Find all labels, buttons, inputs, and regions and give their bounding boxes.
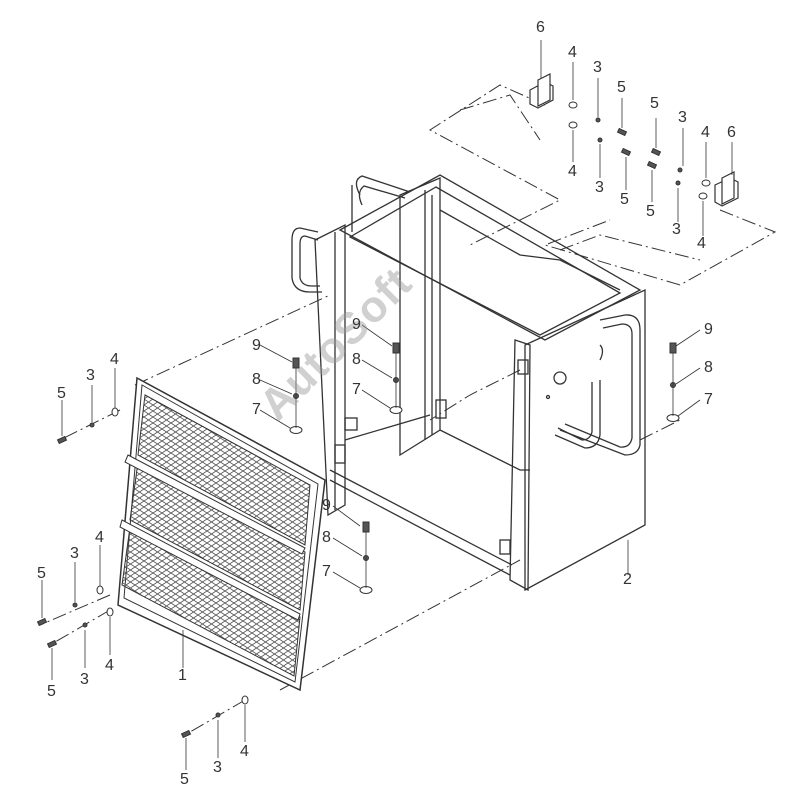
callout-2: 2 [623, 571, 632, 588]
callout-5: 5 [617, 79, 626, 96]
callout-6: 6 [536, 19, 545, 36]
callout-3: 3 [213, 759, 222, 776]
callout-5: 5 [650, 95, 659, 112]
callout-9: 9 [322, 497, 331, 514]
callout-5: 5 [180, 771, 189, 788]
callout-4: 4 [701, 124, 710, 141]
callout-3: 3 [70, 545, 79, 562]
callout-7: 7 [322, 563, 331, 580]
callout-8: 8 [322, 529, 331, 546]
bracket-parts [529, 73, 739, 207]
callout-4: 4 [105, 657, 114, 674]
callout-4: 4 [568, 44, 577, 61]
callout-3: 3 [672, 221, 681, 238]
housing-frame [291, 174, 646, 592]
assembly-lines [39, 84, 777, 736]
callout-4: 4 [95, 529, 104, 546]
callout-7: 7 [252, 401, 261, 418]
callout-9: 9 [252, 337, 261, 354]
callout-9: 9 [704, 321, 713, 338]
callout-6: 6 [727, 124, 736, 141]
callout-7: 7 [352, 381, 361, 398]
callout-8: 8 [704, 359, 713, 376]
callout-5: 5 [37, 565, 46, 582]
callout-4: 4 [697, 235, 706, 252]
callout-5: 5 [620, 191, 629, 208]
callout-8: 8 [352, 351, 361, 368]
leader-lines [41, 40, 733, 770]
callout-4: 4 [110, 351, 119, 368]
callout-9: 9 [352, 316, 361, 333]
callout-7: 7 [704, 391, 713, 408]
callout-5: 5 [57, 385, 66, 402]
callout-8: 8 [252, 371, 261, 388]
callout-3: 3 [678, 109, 687, 126]
callout-3: 3 [595, 179, 604, 196]
callout-4: 4 [240, 743, 249, 760]
callout-3: 3 [86, 367, 95, 384]
hardware-parts [36, 101, 711, 739]
callout-4: 4 [568, 163, 577, 180]
callout-3: 3 [80, 671, 89, 688]
callout-1: 1 [178, 667, 187, 684]
grille-panel [117, 376, 326, 692]
callout-5: 5 [646, 203, 655, 220]
callout-5: 5 [47, 683, 56, 700]
callout-3: 3 [593, 59, 602, 76]
